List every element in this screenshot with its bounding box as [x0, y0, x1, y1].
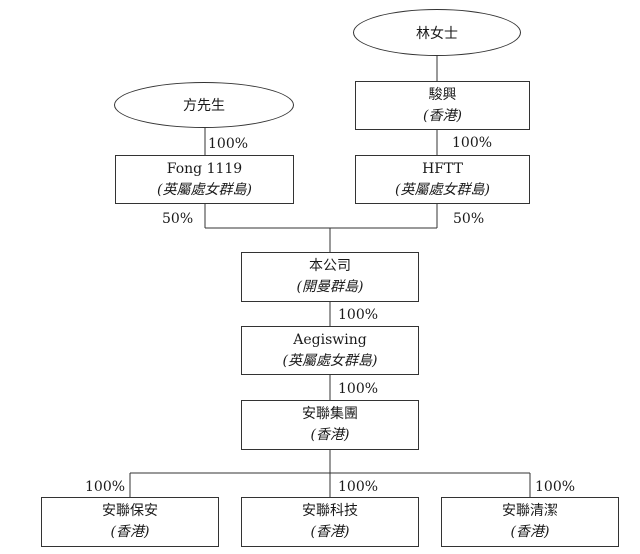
entity-anlian-cleaning: 安聯清潔 (香港) [441, 497, 619, 547]
shareholder-ms-lam-label: 林女士 [416, 25, 458, 42]
entity-anlian-security-name: 安聯保安 [102, 503, 158, 519]
pct-fong-fong1119: 100% [208, 136, 249, 152]
entity-anlian-tech: 安聯科技 (香港) [241, 497, 419, 547]
entity-fong1119-name: Fong 1119 [166, 160, 243, 177]
entity-hftt: HFTT (英屬處女群島) [355, 155, 530, 204]
entity-anlian-cleaning-place: (香港) [510, 524, 550, 540]
pct-aegiswing-group: 100% [338, 381, 379, 397]
pct-fong1119-company: 50% [162, 211, 194, 227]
entity-aegiswing-place: (英屬處女群島) [282, 352, 378, 369]
entity-anlian-tech-name: 安聯科技 [302, 503, 358, 519]
entity-company: 本公司 (開曼群島) [241, 252, 419, 302]
entity-anlian-group-place: (香港) [310, 427, 350, 443]
pct-group-security: 100% [85, 479, 126, 495]
pct-hftt-company: 50% [453, 211, 485, 227]
entity-company-place: (開曼群島) [296, 279, 364, 295]
pct-group-cleaning: 100% [535, 479, 576, 495]
entity-fong1119: Fong 1119 (英屬處女群島) [115, 155, 294, 204]
pct-lam-junxing: 100% [452, 135, 493, 151]
entity-company-name: 本公司 [309, 258, 351, 274]
entity-anlian-security-place: (香港) [110, 524, 150, 540]
entity-anlian-cleaning-name: 安聯清潔 [502, 503, 558, 519]
shareholder-ms-lam: 林女士 [353, 9, 521, 56]
entity-junxing: 駿興 (香港) [355, 81, 530, 130]
entity-hftt-place: (英屬處女群島) [395, 181, 490, 198]
entity-anlian-group: 安聯集團 (香港) [241, 400, 419, 450]
entity-junxing-name: 駿興 [428, 86, 457, 103]
shareholder-mr-fong-label: 方先生 [183, 98, 225, 114]
entity-anlian-security: 安聯保安 (香港) [41, 497, 219, 547]
pct-company-aegiswing: 100% [338, 307, 379, 323]
entity-aegiswing-name: Aegiswing [293, 331, 367, 348]
entity-hftt-name: HFTT [422, 160, 463, 177]
entity-anlian-tech-place: (香港) [310, 524, 350, 540]
shareholder-mr-fong: 方先生 [114, 82, 294, 128]
entity-junxing-place: (香港) [423, 107, 462, 124]
entity-fong1119-place: (英屬處女群島) [157, 181, 252, 198]
entity-aegiswing: Aegiswing (英屬處女群島) [241, 326, 419, 375]
pct-group-tech: 100% [338, 479, 379, 495]
entity-anlian-group-name: 安聯集團 [302, 406, 358, 422]
